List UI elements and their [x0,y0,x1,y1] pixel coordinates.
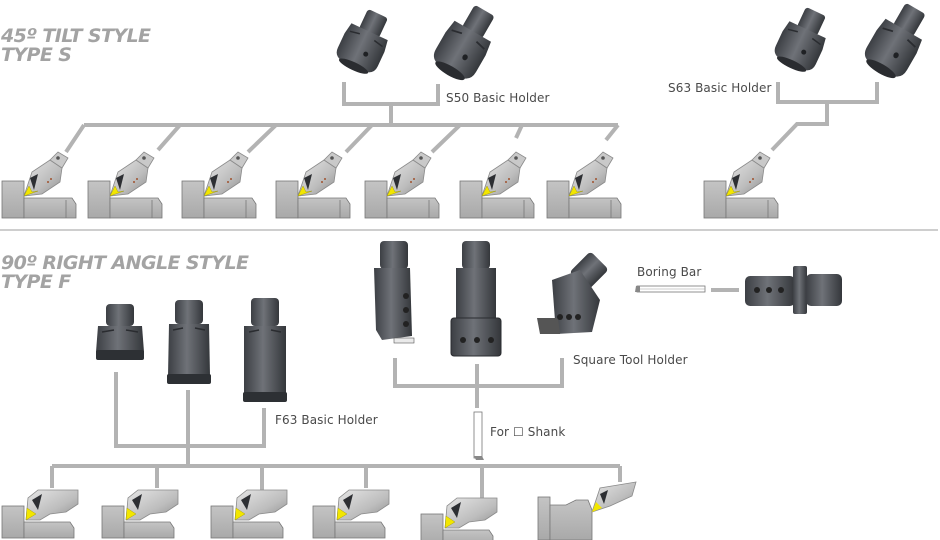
tilt-tool-1 [1,151,77,219]
tilt-tool-6 [459,151,535,219]
s63-holder-short-image [769,1,837,78]
f63-holder-short-image [95,303,145,361]
right-angle-style-heading: 90º RIGHT ANGLE STYLE TYPE F [1,252,249,293]
square-holder-angled-image [537,252,608,334]
s50-basic-holder-label: S50 Basic Holder [446,91,550,105]
square-tool-holder-label: Square Tool Holder [573,353,688,367]
f63-holder-tall-image [242,297,288,403]
s63-tilt-tool [703,151,779,219]
tilt-style-title: 45º TILT STYLE [1,25,151,47]
tilt-style-type: TYPE S [1,44,72,66]
right-angle-tool-1 [1,489,79,539]
right-angle-tool-6 [537,481,637,540]
f63-basic-holder-label: F63 Basic Holder [275,413,378,427]
right-angle-tool-3 [210,489,288,539]
square-holder-side-image [374,241,415,344]
tilt-tool-3 [181,151,257,219]
right-angle-connectors [50,358,622,498]
s50-holder-long-image [426,0,506,88]
tilt-style-heading: 45º TILT STYLE TYPE S [1,25,151,66]
tilt-tool-2 [87,151,163,219]
boring-bar-image [635,285,706,293]
boring-bar-holder-image [745,266,842,314]
right-angle-tool-4 [312,489,390,539]
s50-holder-short-image [331,3,399,80]
right-angle-tool-2 [101,489,179,539]
s63-basic-holder-label: S63 Basic Holder [668,81,772,95]
for-square-shank-label: For ☐ Shank [490,425,566,439]
square-holder-front-image [450,241,502,357]
tilt-connectors [64,82,879,154]
s63-holder-long-image [857,0,937,86]
f63-holder-mid-image [166,299,212,385]
right-angle-style-type: TYPE F [1,271,71,293]
tilt-tool-7 [546,151,622,219]
tilt-tool-5 [364,151,440,219]
right-angle-style-title: 90º RIGHT ANGLE STYLE [1,252,249,274]
square-shank-image [473,411,484,460]
boring-bar-label: Boring Bar [637,265,702,279]
tilt-tool-4 [275,151,351,219]
right-angle-tool-5 [420,497,498,540]
